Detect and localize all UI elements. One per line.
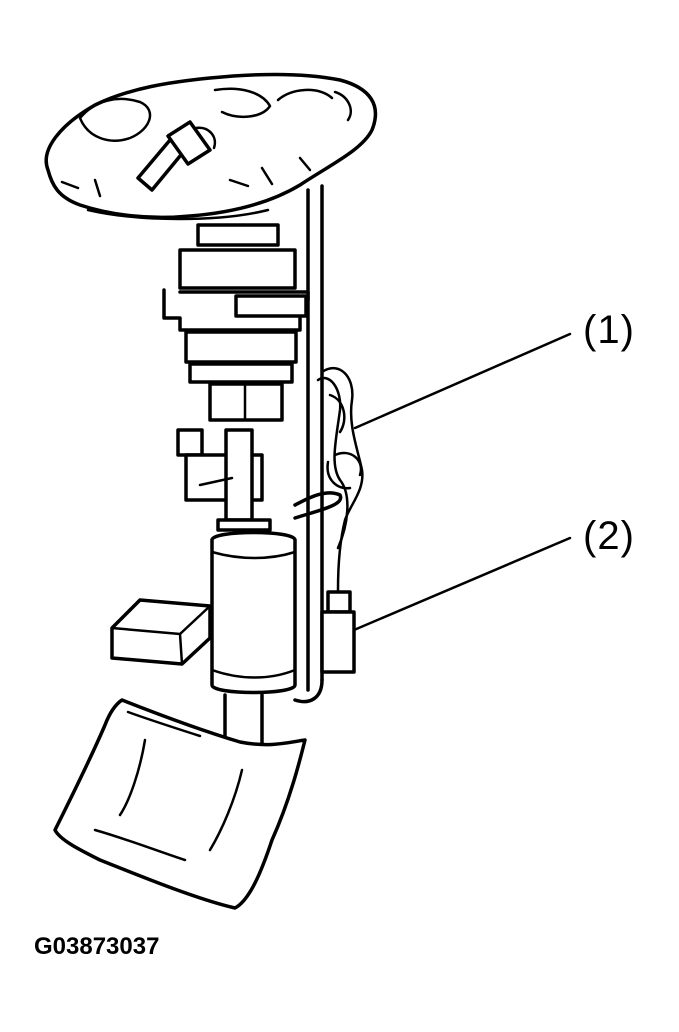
pump-housing-upper [162,223,310,422]
pump-bracket [293,491,343,704]
pump-connector [176,428,272,532]
leader-line-1 [353,332,572,430]
figure-id: G03873037 [34,933,160,960]
pump-motor-body [210,530,297,695]
callout-label-2: (2) [583,514,635,558]
float-block [110,598,212,666]
outlet-pipe [136,120,217,192]
pump-flange-plate [44,72,378,221]
support-rod [306,184,324,692]
harness-connector [320,590,356,674]
wiring-harness [316,366,364,592]
callout-label-1: (1) [583,308,635,352]
leader-line-2 [352,536,572,632]
suction-filter [53,693,307,910]
